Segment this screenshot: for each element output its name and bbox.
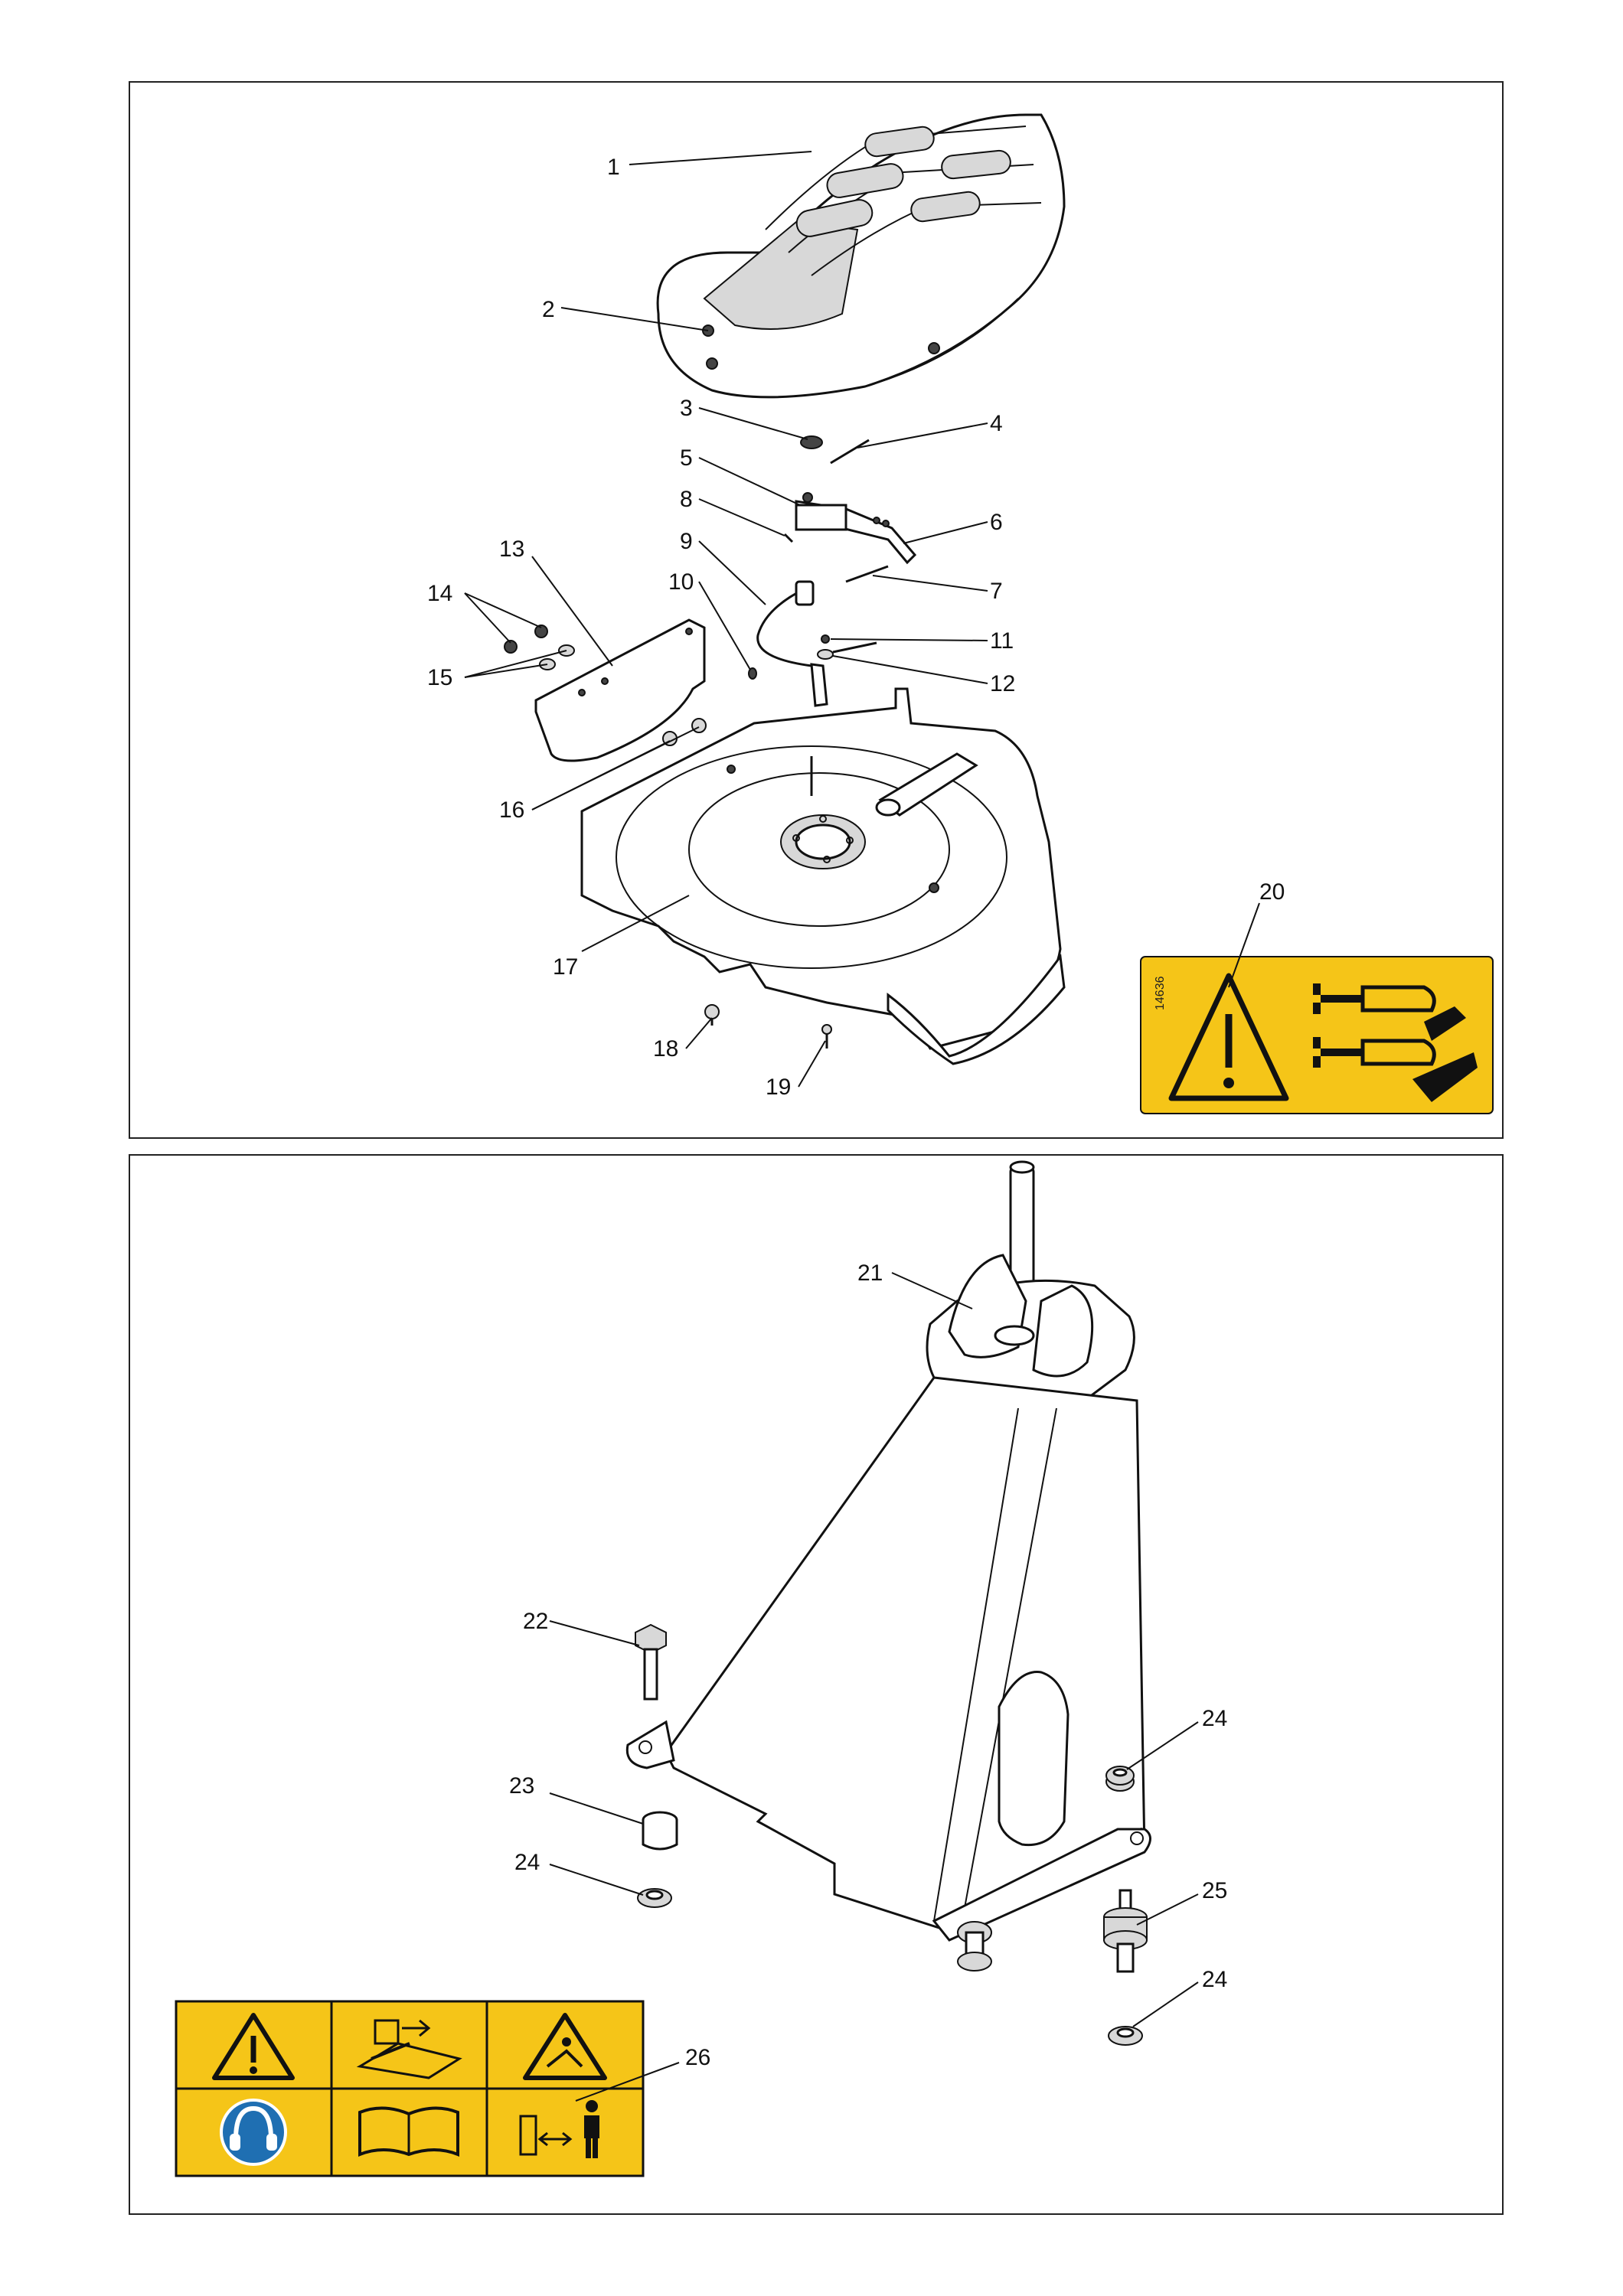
part-8-screw <box>783 533 794 543</box>
callout-19: 19 <box>766 1075 791 1100</box>
callout-14: 14 <box>427 581 452 606</box>
part-17-base-plate <box>580 687 1066 1065</box>
callout-21: 21 <box>857 1261 883 1286</box>
part-13-side-shield <box>534 618 706 762</box>
callout-18: 18 <box>653 1036 678 1062</box>
part-12-rod <box>817 641 877 660</box>
part-5-lever-bracket <box>795 492 917 565</box>
decal-20-code: 14636 <box>1154 976 1167 1010</box>
callout-3: 3 <box>680 396 693 421</box>
part-14-nuts <box>504 625 548 654</box>
part-23-spacer <box>642 1811 678 1851</box>
part-4-spring <box>830 439 870 465</box>
callout-24-a: 24 <box>514 1850 540 1875</box>
part-1-cover <box>656 113 1066 399</box>
callout-6: 6 <box>990 510 1003 535</box>
part-10-pin <box>748 667 757 680</box>
part-9-cable <box>756 580 828 707</box>
callout-leaders <box>464 151 1260 2102</box>
callout-7: 7 <box>990 579 1003 604</box>
callout-10: 10 <box>668 569 694 595</box>
part-22-bolt <box>635 1623 667 1701</box>
part-20-warning-decal: 14636 <box>1140 956 1494 1114</box>
part-21-sprocket-mount <box>926 1160 1135 1413</box>
callout-16: 16 <box>499 797 524 823</box>
part-25-rubber-mount <box>1103 1889 1148 1973</box>
callout-25: 25 <box>1202 1878 1227 1903</box>
part-7-spring <box>845 565 889 583</box>
callout-23: 23 <box>509 1773 534 1799</box>
callout-4: 4 <box>990 411 1003 436</box>
callout-numbers: 1 2 3 4 5 6 7 8 9 10 11 12 13 14 15 16 1… <box>427 155 1285 2070</box>
stand-frame <box>625 1376 1151 1971</box>
part-24-nut-c <box>1108 2026 1143 2046</box>
part-11-nut <box>821 634 830 644</box>
part-15-washers <box>539 644 575 670</box>
callout-8: 8 <box>680 487 693 512</box>
callout-9: 9 <box>680 529 693 554</box>
callout-20: 20 <box>1259 879 1285 905</box>
callout-5: 5 <box>680 445 693 471</box>
callout-26: 26 <box>685 2045 710 2070</box>
callout-15: 15 <box>427 665 452 690</box>
callout-24-c: 24 <box>1202 1967 1227 1992</box>
callout-1: 1 <box>607 155 620 180</box>
part-24-nut-b <box>1105 1766 1135 1786</box>
callout-22: 22 <box>523 1609 548 1634</box>
callout-12: 12 <box>990 671 1015 696</box>
part-24-nut-a <box>637 1888 672 1908</box>
part-26-safety-decal <box>175 2000 645 2177</box>
callout-17: 17 <box>553 954 578 980</box>
callout-2: 2 <box>542 297 555 322</box>
part-19-screw <box>821 1024 832 1049</box>
callout-13: 13 <box>499 536 524 562</box>
callout-11: 11 <box>990 628 1014 654</box>
callout-24-b: 24 <box>1202 1706 1227 1731</box>
